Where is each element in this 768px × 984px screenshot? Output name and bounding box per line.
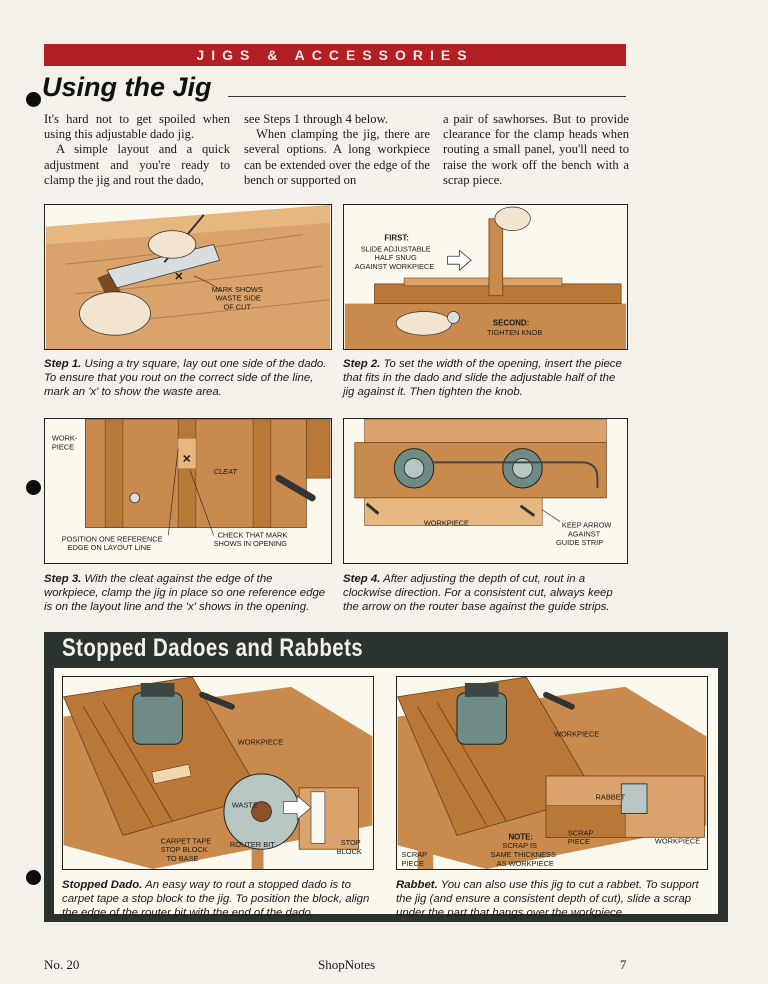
caption-text: You can also use this jig to cut a rabbe… [396,879,699,919]
stopped-dado-caption: Stopped Dado. An easy way to rout a stop… [62,878,380,920]
caption-label: Step 4. [343,573,381,585]
caption-text: To set the width of the opening, insert … [343,358,622,398]
step4-caption: Step 4. After adjusting the depth of cut… [343,572,629,614]
step3-caption: Step 3. With the cleat against the edge … [44,572,330,614]
left-fig-router-bit: ROUTER BIT [230,840,275,849]
title-rule [228,96,626,97]
step3-reference-line: EDGE ON LAYOUT LINE [68,543,151,552]
right-fig-note-title: NOTE: [508,832,533,841]
page-title: Using the Jig [42,72,212,102]
step1-label-line: MARK SHOWS [212,285,263,294]
section-banner: JIGS & ACCESSORIES [44,44,626,66]
paragraph: A simple layout and a quick adjustment a… [44,142,230,187]
step4-arrow-line: KEEP ARROW [562,520,611,529]
step2-second-line: TIGHTEN KNOB [487,328,542,337]
step4-arrow-line: GUIDE STRIP [556,538,603,547]
caption-text: With the cleat against the edge of the w… [44,573,326,613]
right-fig-note-line: AS WORKPIECE [497,859,554,868]
svg-text:✕: ✕ [174,271,183,283]
step2-caption: Step 2. To set the width of the opening,… [343,357,629,399]
bullet-dot [26,92,41,107]
paragraph: see Steps 1 through 4 below. [244,112,388,126]
intro-column-1: It's hard not to get spoiled when using … [44,112,230,188]
caption-text: Using a try square, lay out one side of … [44,358,327,398]
caption-label: Rabbet. [396,879,438,891]
bullet-dot [26,870,41,885]
right-fig-note-line: SAME THICKNESS [491,850,556,859]
stopped-dado-illustration: WORKPIECE WASTE CARPET TAPE STOP BLOCK T… [62,676,374,870]
step1-caption: Step 1. Using a try square, lay out one … [44,357,330,399]
step3-workpiece-line: PIECE [52,443,74,452]
rabbet-caption: Rabbet. You can also use this jig to cut… [396,878,714,920]
left-fig-carpet-line: STOP BLOCK [161,845,208,854]
left-fig-stop-line: BLOCK [337,847,362,856]
step3-check-line: SHOWS IN OPENING [214,539,288,548]
footer-magazine: ShopNotes [318,957,376,972]
paragraph: When clamping the jig, there are several… [244,127,430,187]
right-fig-note-line: SCRAP IS [503,841,537,850]
step2-first-line: HALF SNUG [375,253,417,262]
step4-arrow-line: AGAINST [568,529,601,538]
footer-issue: No. 20 [44,957,80,972]
bullet-dot [26,480,41,495]
step1-label-line: WASTE SIDE [216,294,261,303]
rabbet-illustration: WORKPIECE RABBET WORKPIECE SCRAP PIECE S… [396,676,708,870]
step3-check-line: CHECK THAT MARK [218,530,288,539]
right-fig-scrap2-line: SCRAP [568,828,594,837]
step2-second-title: SECOND: [493,318,529,327]
left-fig-waste: WASTE [232,801,258,810]
step1-label-line: OF CUT [224,303,252,312]
caption-text: After adjusting the depth of cut, rout i… [343,573,613,613]
left-fig-stop-line: STOP [341,838,361,847]
intro-column-3: a pair of sawhorses. But to provide clea… [443,112,629,188]
step3-reference-line: POSITION ONE REFERENCE [62,534,163,543]
left-fig-carpet-line: TO BASE [167,854,199,863]
right-fig-scrap-line: PIECE [402,859,424,868]
right-fig-scrap2-line: PIECE [568,837,590,846]
step2-illustration: FIRST: SLIDE ADJUSTABLE HALF SNUG AGAINS… [343,204,628,350]
step2-first-title: FIRST: [384,234,409,243]
step3-cleat: CLEAT [214,467,238,476]
step1-illustration: ✕ MARK SHOWS WASTE SIDE OF CUT [44,204,332,350]
right-fig-workpiece2: WORKPIECE [655,836,700,845]
step2-first-line: SLIDE ADJUSTABLE [361,244,431,253]
caption-label: Step 1. [44,358,82,370]
left-fig-workpiece: WORKPIECE [238,737,283,746]
section-title: Stopped Dadoes and Rabbets [62,634,364,662]
right-fig-rabbet: RABBET [596,793,626,802]
caption-label: Step 3. [44,573,82,585]
step2-first-line: AGAINST WORKPIECE [355,262,434,271]
caption-label: Stopped Dado. [62,879,143,891]
left-fig-carpet-line: CARPET TAPE [161,836,212,845]
caption-label: Step 2. [343,358,381,370]
paragraph: a pair of sawhorses. But to provide clea… [443,112,629,187]
step4-illustration: WORKPIECE KEEP ARROW AGAINST GUIDE STRIP [343,418,628,564]
intro-column-2: see Steps 1 through 4 below. When clampi… [244,112,430,188]
svg-text:✕: ✕ [182,453,191,465]
step4-workpiece: WORKPIECE [424,519,469,528]
right-fig-workpiece: WORKPIECE [554,729,599,738]
caption-text: An easy way to rout a stopped dado is to… [62,879,370,919]
paragraph: It's hard not to get spoiled when using … [44,112,230,142]
step3-illustration: ✕ WORK- PIECE CLEAT POSITION ONE REFEREN… [44,418,332,564]
footer-page-number: 7 [620,957,627,972]
step3-workpiece-line: WORK- [52,434,78,443]
right-fig-scrap-line: SCRAP [402,850,428,859]
